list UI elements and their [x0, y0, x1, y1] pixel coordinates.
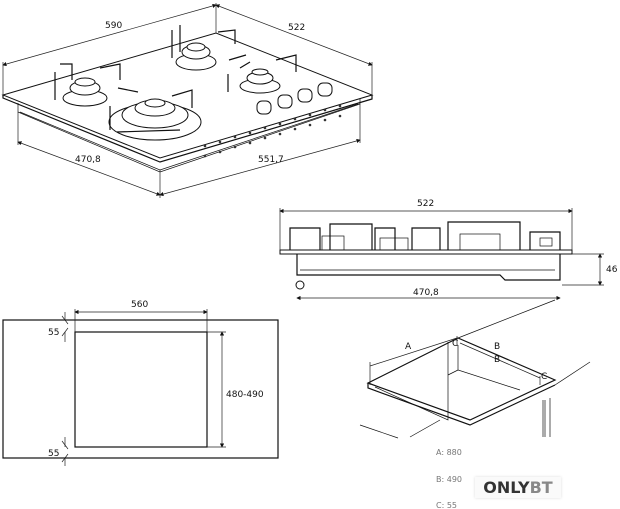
dim-cutout-depth: 480-490 [226, 390, 264, 400]
side-view: 522 46 470,8 [279, 199, 618, 301]
label-a: A [405, 342, 412, 352]
watermark-logo: ONLYBT [475, 477, 561, 498]
installation-sketch: A B B C C A: 880 B: 490 C: 55 [359, 299, 591, 509]
burner-wok [108, 89, 202, 141]
dim-width-590: 590 [105, 21, 122, 31]
legend-b: B: 490 [436, 475, 462, 484]
dim-side-width: 522 [417, 199, 434, 209]
dim-cutout-width: 560 [131, 300, 148, 310]
cutout-plan: 560 480-490 55 55 [2, 300, 279, 466]
burner-left [54, 63, 139, 107]
countertop-outline [2, 319, 279, 459]
dim-margin-bottom: 55 [48, 449, 59, 459]
watermark-part2: BT [529, 478, 553, 497]
side-glass [279, 249, 573, 255]
cutout-opening [74, 331, 208, 448]
label-b2: B [494, 355, 500, 365]
dim-depth-522: 522 [288, 23, 305, 33]
legend-c: C: 55 [436, 501, 457, 509]
dim-side-body-depth: 470,8 [413, 288, 439, 298]
label-c1: C [452, 339, 458, 349]
isometric-hob-view: 590 522 470,8 551,7 [1, 3, 374, 198]
watermark-part1: ONLY [483, 478, 530, 497]
label-b1: B [494, 342, 500, 352]
dim-body-width: 551,7 [258, 155, 284, 165]
legend-a: A: 880 [436, 448, 462, 457]
dim-side-height: 46 [606, 265, 618, 275]
dim-body-depth: 470,8 [75, 155, 101, 165]
label-c2: C [541, 372, 547, 382]
control-knobs [256, 82, 333, 115]
dim-margin-top: 55 [48, 328, 59, 338]
